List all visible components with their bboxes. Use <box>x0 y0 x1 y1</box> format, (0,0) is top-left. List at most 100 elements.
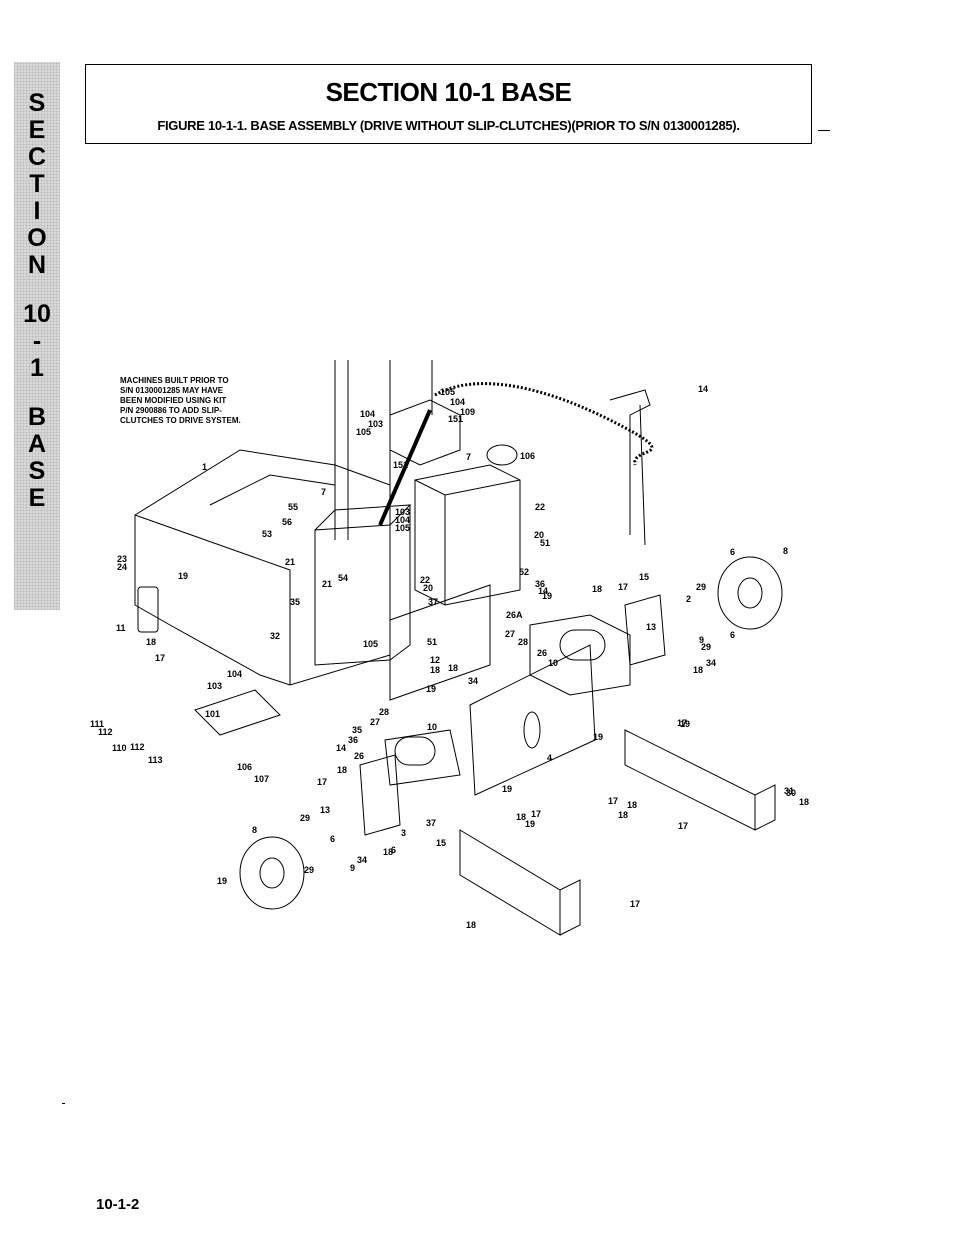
side-letter: S <box>28 457 46 485</box>
part-callout: 56 <box>282 517 292 527</box>
part-callout: 17 <box>630 899 640 909</box>
part-callout: 36 <box>348 735 358 745</box>
note-line: BEEN MODIFIED USING KIT <box>120 396 227 405</box>
part-callout: 7 <box>466 452 471 462</box>
part-callout: 103 <box>207 681 222 691</box>
modification-note: MACHINES BUILT PRIOR TO S/N 0130001285 M… <box>120 376 270 426</box>
part-callout: 26A <box>506 610 523 620</box>
side-letter: T <box>29 170 45 198</box>
wheel-left-hub <box>259 857 285 889</box>
part-callout: 18 <box>146 637 156 647</box>
battery-box-right <box>414 464 521 606</box>
part-callout: 51 <box>540 538 550 548</box>
cap-part-106 <box>486 444 518 466</box>
part-callout: 4 <box>547 753 552 763</box>
side-letter: C <box>27 143 47 171</box>
part-callout: 112 <box>98 727 113 737</box>
part-callout: 18 <box>448 663 458 673</box>
wheel-right-hub <box>737 577 763 609</box>
part-callout: 20 <box>534 530 544 540</box>
part-callout: 23 <box>117 554 127 564</box>
part-callout: 111 <box>90 719 104 729</box>
part-callout: 151 <box>448 414 463 424</box>
note-line: P/N 2900886 TO ADD SLIP- <box>120 406 222 415</box>
side-section-number: 10 <box>23 300 51 328</box>
side-letter: A <box>27 430 47 458</box>
note-line: MACHINES BUILT PRIOR TO <box>120 376 229 385</box>
part-callout: 35 <box>290 597 300 607</box>
part-callout: 28 <box>379 707 389 717</box>
bracket-3 <box>359 754 401 836</box>
part-callout: 19 <box>593 732 603 742</box>
part-callout: 18 <box>337 765 347 775</box>
part-callout: 37 <box>428 597 438 607</box>
caster-wheel <box>137 586 159 633</box>
part-callout: 10 <box>548 658 558 668</box>
part-callout: 2 <box>686 594 691 604</box>
part-callout: 21 <box>322 579 332 589</box>
side-letter: B <box>27 403 47 431</box>
side-tab-letters: S E C T I O N 10 - 1 B A S E <box>14 90 60 512</box>
part-callout: 3 <box>401 828 406 838</box>
side-letter: E <box>28 484 46 512</box>
part-callout: 30 <box>786 788 796 798</box>
part-callout: 6 <box>391 845 396 855</box>
part-callout: 32 <box>270 631 280 641</box>
part-callout: 109 <box>460 407 475 417</box>
part-callout: 14 <box>538 586 548 596</box>
part-callout: 26 <box>537 648 547 658</box>
part-callout: 27 <box>370 717 380 727</box>
part-callout: 17 <box>155 653 165 663</box>
angle-30 <box>624 729 776 831</box>
part-callout: 29 <box>701 642 711 652</box>
bracket-101 <box>194 689 281 736</box>
part-callout: 18 <box>592 584 602 594</box>
bracket-2 <box>624 594 666 666</box>
part-callout: 18 <box>627 800 637 810</box>
motor-housing-lower <box>394 736 436 766</box>
part-callout: 6 <box>330 834 335 844</box>
side-sub-number: 1 <box>30 354 44 382</box>
part-callout: 18 <box>430 665 440 675</box>
part-callout: 104 <box>227 669 242 679</box>
page-number: 10-1-2 <box>96 1196 140 1213</box>
mast-strut <box>378 409 432 526</box>
tray-plate <box>389 584 491 701</box>
part-callout: 18 <box>383 847 393 857</box>
part-callout: 18 <box>693 665 703 675</box>
part-callout: 106 <box>520 451 535 461</box>
part-callout: 19 <box>542 591 552 601</box>
part-callout: 17 <box>678 821 688 831</box>
part-callout: 26 <box>354 751 364 761</box>
part-callout: 105 <box>395 523 410 533</box>
part-callout: 19 <box>680 719 690 729</box>
part-callout: 17 <box>677 718 687 728</box>
part-callout: 10 <box>427 722 437 732</box>
part-callout: 1 <box>202 462 207 472</box>
part-callout: 110 <box>112 743 127 753</box>
part-callout: 52 <box>519 567 529 577</box>
part-callout: 13 <box>320 805 330 815</box>
part-callout: 19 <box>217 876 227 886</box>
part-callout: 19 <box>502 784 512 794</box>
base-chassis <box>134 449 391 686</box>
header-tick-mark <box>818 130 830 131</box>
part-callout: 106 <box>237 762 252 772</box>
part-callout: 34 <box>468 676 478 686</box>
part-callout: 17 <box>618 582 628 592</box>
part-callout: 14 <box>698 384 708 394</box>
part-callout: 34 <box>357 855 367 865</box>
part-callout: 104 <box>450 397 465 407</box>
mast-lines <box>334 360 433 540</box>
part-callout: 8 <box>783 546 788 556</box>
wheel-left <box>239 836 305 910</box>
side-letter: N <box>27 251 47 279</box>
part-callout: 6 <box>730 547 735 557</box>
part-callout: 19 <box>178 571 188 581</box>
part-callout: 20 <box>423 583 433 593</box>
part-callout: 105 <box>356 427 371 437</box>
motor-housing-upper <box>559 629 606 661</box>
part-callout: 51 <box>427 637 437 647</box>
